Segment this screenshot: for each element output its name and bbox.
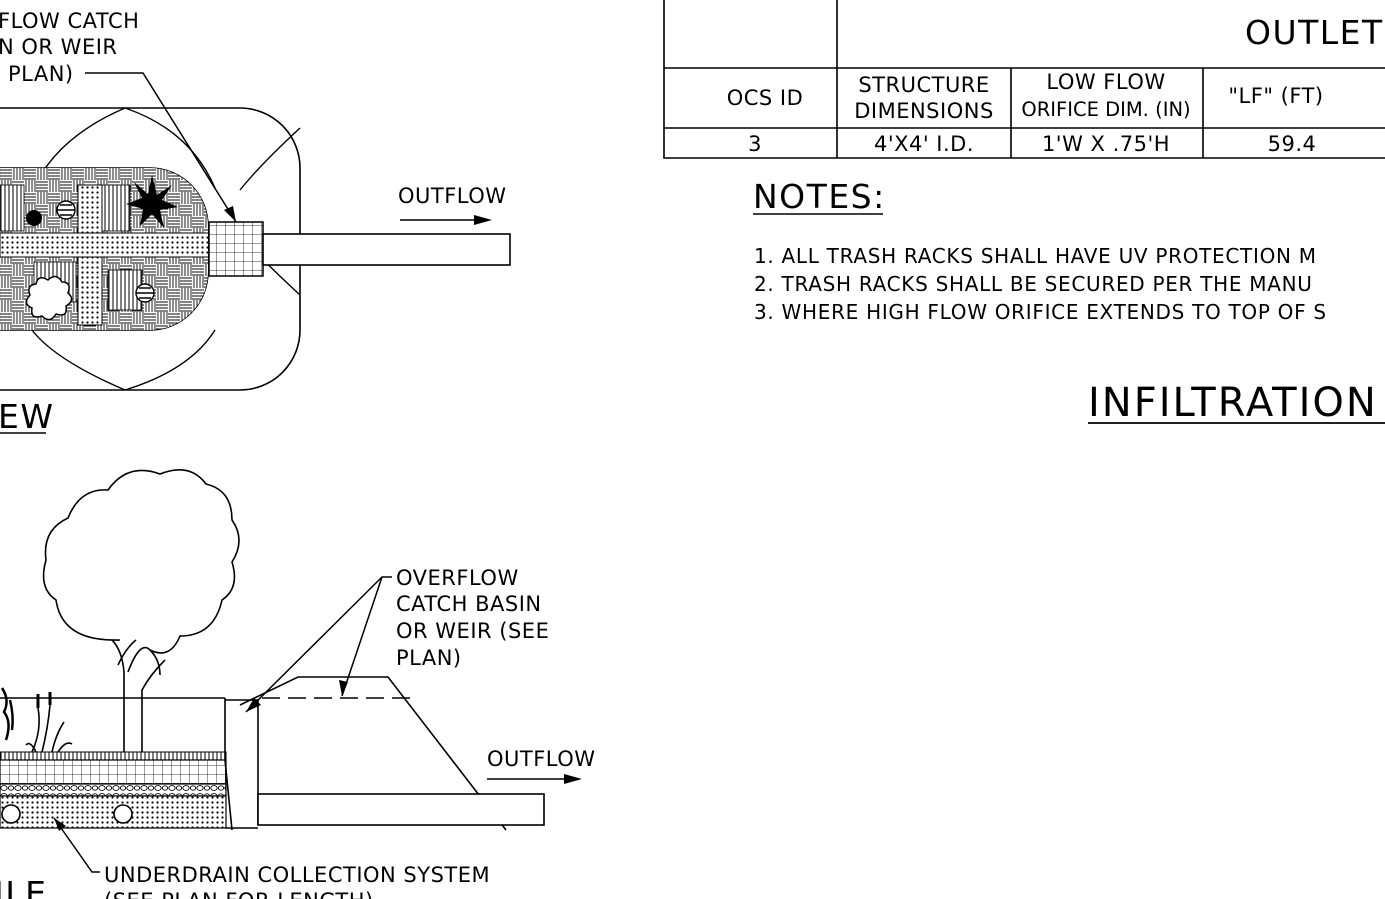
table-header-cell: LOW FLOW (1046, 70, 1165, 94)
shrub-edge-icon (0, 687, 14, 741)
side-slope-arcs (31, 107, 301, 391)
plant-symbol-icon (26, 210, 42, 226)
note-item: 3. WHERE HIGH FLOW ORIFICE EXTENDS TO TO… (754, 300, 1327, 324)
profile-view-title: ILE (0, 874, 47, 899)
outflow-arrowhead (474, 215, 492, 225)
basin-wall (224, 698, 259, 831)
profile-view: OVERFLOW CATCH BASIN OR WEIR (SEE PLAN) … (0, 468, 596, 899)
leader-arrowhead (224, 206, 236, 222)
notes: NOTES: 1. ALL TRASH RACKS SHALL HAVE UV … (753, 177, 1327, 324)
overflow-label-line: PLAN) (8, 62, 74, 86)
shrub-outline-icon (25, 275, 73, 321)
overflow-label-line: N OR WEIR (0, 35, 118, 59)
table-header-cell: DIMENSIONS (854, 99, 994, 123)
table-grid (663, 0, 1385, 159)
underdrain-label-line: (SEE PLAN FOR LENGTH) (104, 889, 374, 899)
overflow-label-line: FLOW CATCH (0, 9, 139, 33)
underdrain-leader (53, 817, 100, 873)
table-cell: 3 (748, 132, 762, 156)
gravel-layer (0, 783, 227, 797)
underdrain-pipe (113, 804, 133, 824)
tree-trunk (111, 639, 166, 755)
leader-arrowhead (339, 680, 348, 696)
underdrain-pipe (1, 804, 21, 824)
outflow-pipe (257, 793, 545, 826)
shrub-symbol-icon (126, 175, 178, 228)
overflow-label-line: OR WEIR (SEE (396, 619, 549, 643)
table-cell: 4'X4' I.D. (874, 132, 974, 156)
note-item: 2. TRASH RACKS SHALL BE SECURED PER THE … (754, 272, 1313, 296)
leader-arrowhead (246, 698, 261, 712)
outflow-label: OUTFLOW (398, 184, 507, 208)
table-header-cell: STRUCTURE (858, 73, 989, 97)
planting-media-layer (0, 751, 227, 761)
table-header-cell: OCS ID (727, 86, 804, 110)
outflow-label: OUTFLOW (487, 747, 596, 771)
soil-media-layer (0, 759, 227, 785)
table-title: OUTLET (1245, 13, 1384, 52)
plan-view: FLOW CATCH N OR WEIR PLAN) OUTFLOW EW (0, 9, 511, 436)
grass-symbol-icon (25, 692, 73, 753)
sand-layer (0, 795, 227, 829)
outflow-pipe (262, 233, 511, 266)
table-header-cell: ORIFICE DIM. (IN) (1021, 98, 1190, 121)
table-header-cell: "LF" (FT) (1228, 84, 1323, 108)
tree-canopy (42, 468, 240, 654)
section-title: INFILTRATION (1088, 380, 1378, 426)
plant-symbol-icon (56, 200, 155, 303)
leader-line (85, 72, 237, 223)
table-cell: 59.4 (1268, 132, 1317, 156)
leader-arrowhead (54, 818, 66, 831)
weir-profile (239, 676, 507, 831)
leader-line (245, 576, 392, 713)
plan-view-title: EW (0, 397, 54, 436)
outflow-arrowhead (564, 774, 582, 784)
outlet-table: OUTLET OCS ID STRUCTURE DIMENSIONS LOW F… (663, 0, 1385, 159)
catch-basin-grate (208, 221, 264, 277)
overflow-label-line: CATCH BASIN (396, 592, 542, 616)
notes-heading: NOTES: (753, 177, 886, 216)
overflow-label-line: PLAN) (396, 646, 462, 670)
table-cell: 1'W X .75'H (1042, 132, 1170, 156)
note-item: 1. ALL TRASH RACKS SHALL HAVE UV PROTECT… (754, 244, 1317, 268)
underdrain-label-line: UNDERDRAIN COLLECTION SYSTEM (104, 863, 490, 887)
overflow-label-line: OVERFLOW (396, 566, 519, 590)
